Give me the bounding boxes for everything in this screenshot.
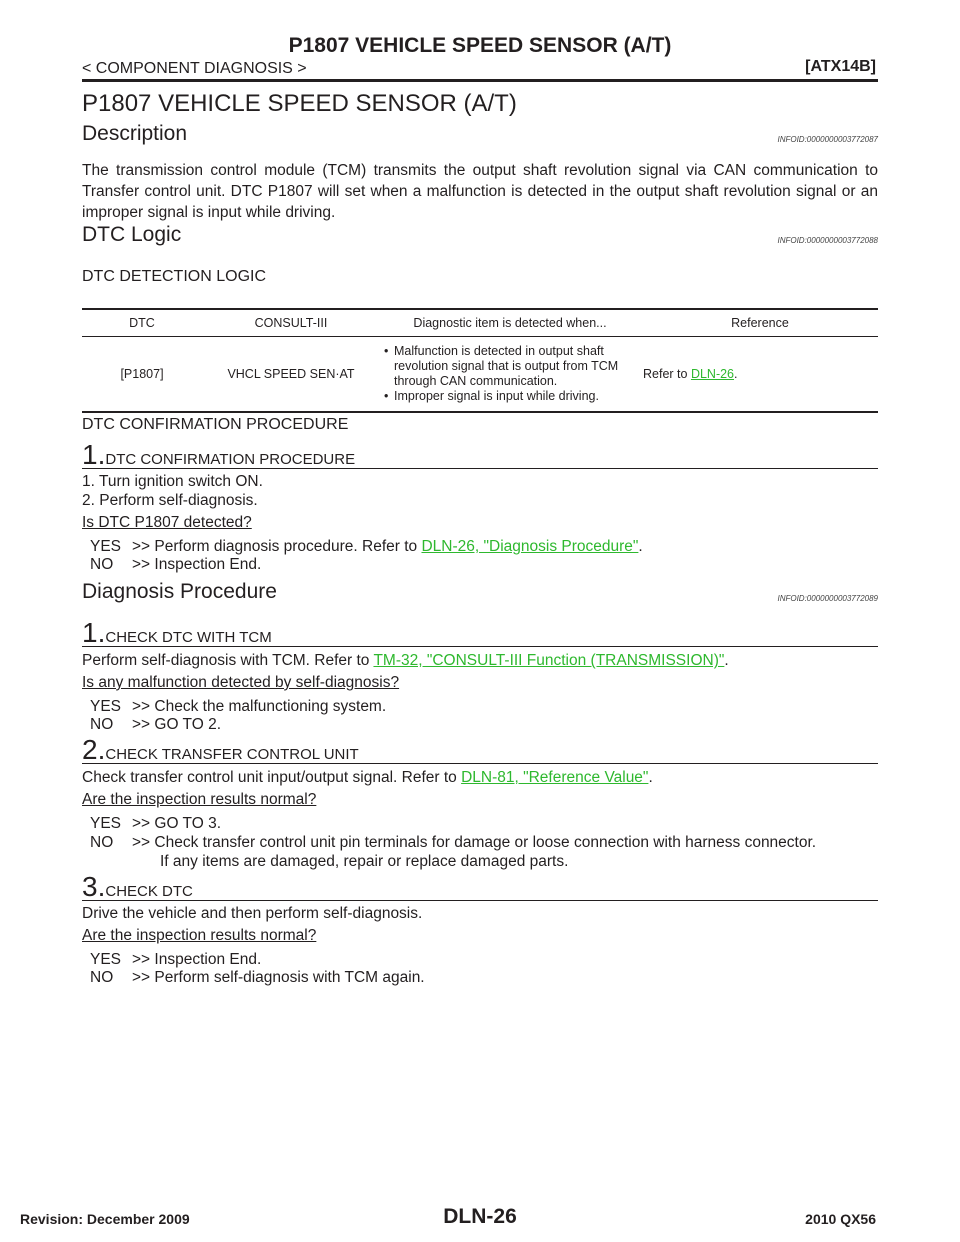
- step-number: 1.: [82, 439, 106, 470]
- dtc-confirmation-heading: DTC CONFIRMATION PROCEDURE: [82, 416, 349, 433]
- answer-yes-prefix: >> Perform diagnosis procedure. Refer to: [132, 538, 422, 555]
- diagnosis-step-1: 1.CHECK DTC WITH TCM: [82, 617, 878, 648]
- footer-model: 2010 QX56: [805, 1211, 876, 1227]
- instruction-suffix: .: [648, 769, 653, 786]
- table-row: [P1807] VHCL SPEED SEN·AT Malfunction is…: [82, 336, 878, 413]
- reference-link[interactable]: DLN-26: [690, 367, 735, 381]
- step-number: 3.: [82, 871, 106, 902]
- answer-yes-text: >> Check the malfunctioning system.: [132, 698, 387, 715]
- diagnosis-heading: Diagnosis Procedure: [82, 580, 277, 603]
- step1-answer-yes: YES >> Check the malfunctioning system.: [90, 697, 386, 716]
- list-item: Malfunction is detected in output shaft …: [384, 344, 636, 389]
- confirmation-answer-no: NO >> Inspection End.: [90, 555, 261, 574]
- answer-no-text: >> GO TO 2.: [132, 716, 222, 733]
- step1-question: Is any malfunction detected by self-diag…: [82, 674, 400, 691]
- col-header-consult: CONSULT-III: [202, 308, 380, 337]
- diagnosis-procedure-link[interactable]: DLN-26, "Diagnosis Procedure": [421, 538, 639, 555]
- step3-answer-no: NO >> Perform self-diagnosis with TCM aga…: [90, 968, 425, 987]
- page-header-title: P1807 VEHICLE SPEED SENSOR (A/T): [288, 34, 672, 57]
- answer-yes-suffix: .: [638, 538, 643, 555]
- col-header-reference: Reference: [637, 308, 878, 337]
- main-title: P1807 VEHICLE SPEED SENSOR (A/T): [82, 90, 517, 117]
- diagnosis-step-2: 2.CHECK TRANSFER CONTROL UNIT: [82, 734, 878, 765]
- confirmation-question: Is DTC P1807 detected?: [82, 514, 252, 531]
- answer-key-no: NO: [90, 716, 114, 733]
- step2-question: Are the inspection results normal?: [82, 791, 317, 808]
- answer-no-text: >> Perform self-diagnosis with TCM again…: [132, 969, 425, 986]
- description-text: The transmission control module (TCM) tr…: [82, 162, 878, 221]
- step3-answer-yes: YES >> Inspection End.: [90, 950, 261, 969]
- dtc-logic-infoid: INFOID:0000000003772088: [777, 236, 878, 245]
- answer-key-yes: YES: [90, 698, 122, 715]
- answer-key-yes: YES: [90, 815, 122, 832]
- cell-dtc: [P1807]: [82, 336, 202, 413]
- answer-yes-text: >> GO TO 3.: [132, 815, 222, 832]
- answer-key-no: NO: [90, 556, 114, 573]
- dtc-detection-table: DTC CONSULT-III Diagnostic item is detec…: [82, 308, 878, 413]
- step3-question: Are the inspection results normal?: [82, 927, 317, 944]
- description-infoid: INFOID:0000000003772087: [777, 135, 878, 144]
- confirmation-line-1: 1. Turn ignition switch ON.: [82, 473, 263, 490]
- step1-answer-no: NO >> GO TO 2.: [90, 715, 221, 734]
- step1-instruction: Perform self-diagnosis with TCM. Refer t…: [82, 651, 729, 671]
- description-heading: Description: [82, 122, 188, 145]
- col-header-dtc: DTC: [82, 308, 202, 337]
- cell-diagnostic: Malfunction is detected in output shaft …: [380, 336, 637, 413]
- step2-instruction: Check transfer control unit input/output…: [82, 768, 653, 788]
- consult-function-link[interactable]: TM-32, "CONSULT-III Function (TRANSMISSI…: [373, 652, 725, 669]
- step-title: CHECK TRANSFER CONTROL UNIT: [105, 746, 359, 763]
- header-rule: [82, 79, 878, 82]
- instruction-prefix: Check transfer control unit input/output…: [82, 769, 462, 786]
- diagnosis-infoid: INFOID:0000000003772089: [777, 594, 878, 603]
- list-item: Improper signal is input while driving.: [384, 389, 636, 404]
- step-title: CHECK DTC: [105, 883, 193, 900]
- confirmation-step-1: 1.DTC CONFIRMATION PROCEDURE: [82, 439, 878, 470]
- step-title: DTC CONFIRMATION PROCEDURE: [105, 451, 356, 468]
- reference-prefix: Refer to: [643, 367, 691, 381]
- manual-code: [ATX14B]: [805, 58, 876, 75]
- instruction-prefix: Perform self-diagnosis with TCM. Refer t…: [82, 652, 374, 669]
- table-header-row: DTC CONSULT-III Diagnostic item is detec…: [82, 308, 878, 337]
- answer-key-yes: YES: [90, 951, 122, 968]
- step2-answer-no: NO >> Check transfer control unit pin ter…: [90, 833, 816, 852]
- answer-key-no: NO: [90, 969, 114, 986]
- section-breadcrumb: < COMPONENT DIAGNOSIS >: [82, 60, 307, 77]
- col-header-diagnostic: Diagnostic item is detected when...: [380, 308, 637, 337]
- step3-instruction: Drive the vehicle and then perform self-…: [82, 905, 423, 922]
- footer-page-number: DLN-26: [443, 1205, 517, 1228]
- cell-consult: VHCL SPEED SEN·AT: [202, 336, 380, 413]
- confirmation-answer-yes: YES >> Perform diagnosis procedure. Refer…: [90, 537, 643, 556]
- cell-reference: Refer to DLN-26.: [637, 336, 878, 413]
- step2-answer-yes: YES >> GO TO 3.: [90, 814, 221, 833]
- step-title: CHECK DTC WITH TCM: [105, 629, 272, 646]
- step-number: 1.: [82, 617, 106, 648]
- answer-key-yes: YES: [90, 538, 122, 555]
- step2-answer-no-continued: If any items are damaged, repair or repl…: [160, 853, 569, 870]
- dtc-detection-heading: DTC DETECTION LOGIC: [82, 268, 267, 285]
- reference-suffix: .: [734, 367, 738, 381]
- answer-key-no: NO: [90, 834, 114, 851]
- footer-revision: Revision: December 2009: [20, 1211, 190, 1227]
- diagnostic-list: Malfunction is detected in output shaft …: [384, 344, 636, 404]
- answer-no-text: >> Check transfer control unit pin termi…: [132, 834, 817, 851]
- confirmation-line-2: 2. Perform self-diagnosis.: [82, 492, 258, 509]
- step-number: 2.: [82, 734, 106, 765]
- reference-value-link[interactable]: DLN-81, "Reference Value": [461, 769, 649, 786]
- answer-yes-text: >> Inspection End.: [132, 951, 262, 968]
- instruction-suffix: .: [724, 652, 729, 669]
- answer-no-text: >> Inspection End.: [132, 556, 262, 573]
- diagnosis-step-3: 3.CHECK DTC: [82, 871, 878, 902]
- dtc-logic-heading: DTC Logic: [82, 223, 182, 246]
